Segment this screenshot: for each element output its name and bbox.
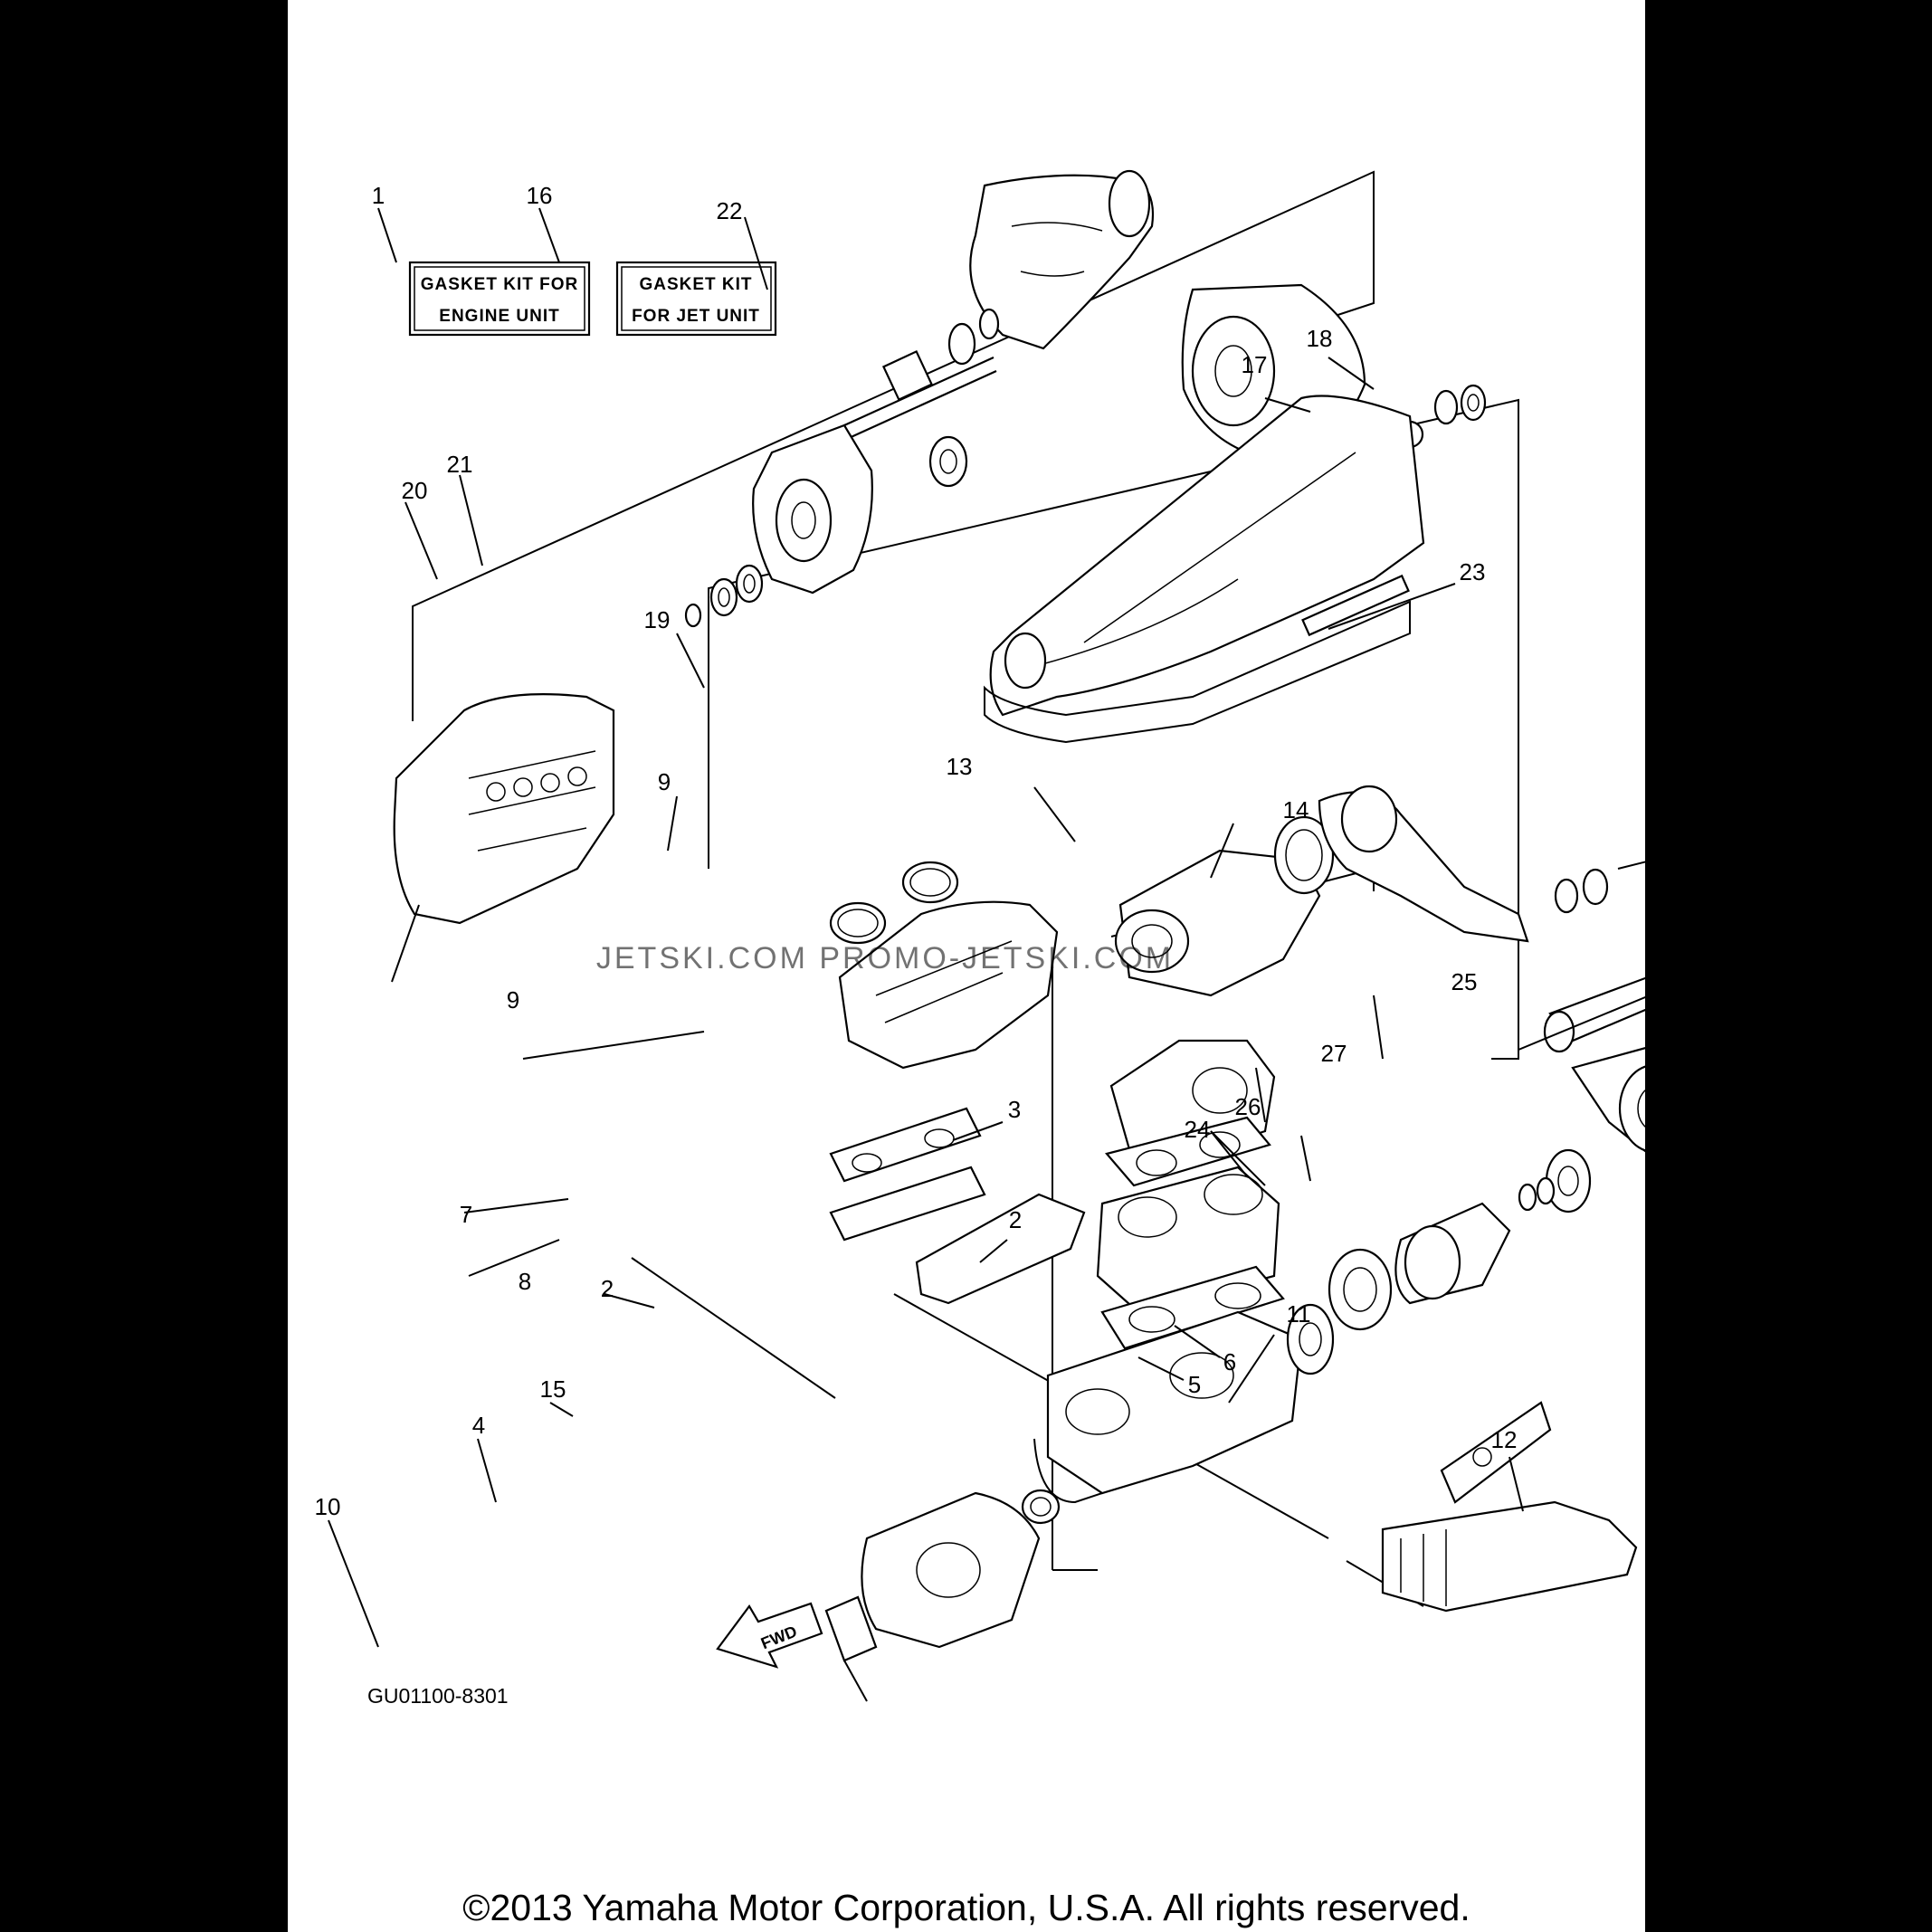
callout-16: 16 bbox=[527, 182, 553, 209]
jet-shaft-part bbox=[843, 308, 1000, 441]
callout-22: 22 bbox=[717, 197, 743, 224]
copyright-notice: ©2013 Yamaha Motor Corporation, U.S.A. A… bbox=[462, 1887, 1470, 1928]
fwd-arrow: FWD bbox=[716, 1602, 823, 1669]
coupling-housing-part bbox=[1571, 1047, 1645, 1153]
callout-26: 26 bbox=[1235, 1093, 1261, 1120]
svg-text:GASKET KIT FOR: GASKET KIT FOR bbox=[421, 275, 578, 294]
seals-14 bbox=[1554, 861, 1645, 914]
callout-10: 10 bbox=[315, 1493, 341, 1520]
intake-grate-part bbox=[989, 395, 1425, 717]
callout-8: 8 bbox=[519, 1268, 531, 1295]
damper-6 bbox=[1328, 1248, 1393, 1331]
head-gasket-3 bbox=[1105, 1116, 1271, 1187]
seal-5 bbox=[1286, 1303, 1335, 1375]
callout-numbers: 1 16 22 20 21 17 18 23 19 13 14 9 9 25 2… bbox=[315, 182, 1518, 1520]
callout-19: 19 bbox=[644, 606, 671, 633]
callout-4: 4 bbox=[472, 1412, 485, 1439]
base-gasket-2 bbox=[1100, 1265, 1285, 1350]
callout-23: 23 bbox=[1460, 558, 1486, 585]
callout-13: 13 bbox=[947, 753, 973, 780]
exhaust-manifold-part bbox=[1381, 1500, 1638, 1613]
callout-9-lower: 9 bbox=[507, 986, 519, 1014]
callout-25: 25 bbox=[1451, 968, 1478, 995]
carburetor-part bbox=[838, 900, 1059, 1070]
gasket-15-4 bbox=[1021, 1438, 1103, 1525]
watermark: JETSKI.COM PROMO-JETSKI.COM bbox=[596, 941, 1174, 976]
exhaust-pipe-part bbox=[1318, 785, 1529, 943]
callout-24: 24 bbox=[1185, 1116, 1211, 1143]
diagram-code: GU01100-8301 bbox=[367, 1684, 509, 1708]
exhaust-chamber-part bbox=[1114, 849, 1321, 997]
hose-joint-part bbox=[1518, 976, 1645, 1053]
seals-17-18 bbox=[1395, 384, 1487, 449]
strip-23 bbox=[1301, 574, 1410, 637]
callout-15: 15 bbox=[540, 1375, 566, 1403]
jet-nozzle-part bbox=[969, 169, 1155, 350]
callout-2-left: 2 bbox=[601, 1275, 614, 1302]
fitting-10 bbox=[824, 1595, 878, 1702]
callout-1: 1 bbox=[372, 182, 385, 209]
diagram-page: GASKET KIT FOR ENGINE UNIT GASKET KIT FO… bbox=[288, 0, 1645, 1932]
air-silencer-part bbox=[393, 693, 615, 925]
bearing-seals-left bbox=[684, 435, 968, 628]
svg-text:FOR JET UNIT: FOR JET UNIT bbox=[632, 307, 760, 326]
callout-3: 3 bbox=[1008, 1096, 1021, 1123]
svg-text:GASKET KIT: GASKET KIT bbox=[639, 275, 752, 294]
callout-12: 12 bbox=[1491, 1426, 1518, 1453]
svg-text:ENGINE UNIT: ENGINE UNIT bbox=[439, 307, 559, 326]
crankcase-part bbox=[1046, 1310, 1303, 1495]
pto-housing-part bbox=[861, 1491, 1041, 1649]
coupler-part bbox=[1394, 1202, 1511, 1305]
callout-17: 17 bbox=[1242, 351, 1268, 378]
kit-1-label: GASKET KIT FOR ENGINE UNIT bbox=[408, 261, 591, 337]
callout-6: 6 bbox=[1223, 1348, 1236, 1375]
callout-18: 18 bbox=[1307, 325, 1333, 352]
callout-5: 5 bbox=[1188, 1371, 1201, 1398]
gasket-11 bbox=[1440, 1401, 1552, 1504]
bearing-26 bbox=[1545, 1148, 1592, 1213]
callout-11: 11 bbox=[1287, 1300, 1311, 1328]
callout-27: 27 bbox=[1321, 1040, 1347, 1067]
duct-gasket-19 bbox=[984, 600, 1411, 744]
leader-lines bbox=[328, 207, 1524, 1648]
seals-24 bbox=[1518, 1176, 1556, 1212]
pump-duct-part bbox=[752, 424, 873, 595]
callout-9-upper: 9 bbox=[658, 768, 671, 795]
rings-9 bbox=[829, 861, 959, 945]
callout-7: 7 bbox=[460, 1201, 472, 1228]
reed-valve-part bbox=[915, 1193, 1086, 1305]
callout-21: 21 bbox=[447, 451, 473, 478]
reed-valve-gaskets-7-8 bbox=[829, 1107, 986, 1242]
callout-2-right: 2 bbox=[1009, 1206, 1022, 1233]
exploded-parts-diagram: GASKET KIT FOR ENGINE UNIT GASKET KIT FO… bbox=[315, 169, 1645, 1708]
callout-14: 14 bbox=[1283, 796, 1309, 823]
gasket-13 bbox=[1273, 815, 1335, 895]
kit-16-label: GASKET KIT FOR JET UNIT bbox=[615, 261, 777, 337]
callout-20: 20 bbox=[402, 477, 428, 504]
